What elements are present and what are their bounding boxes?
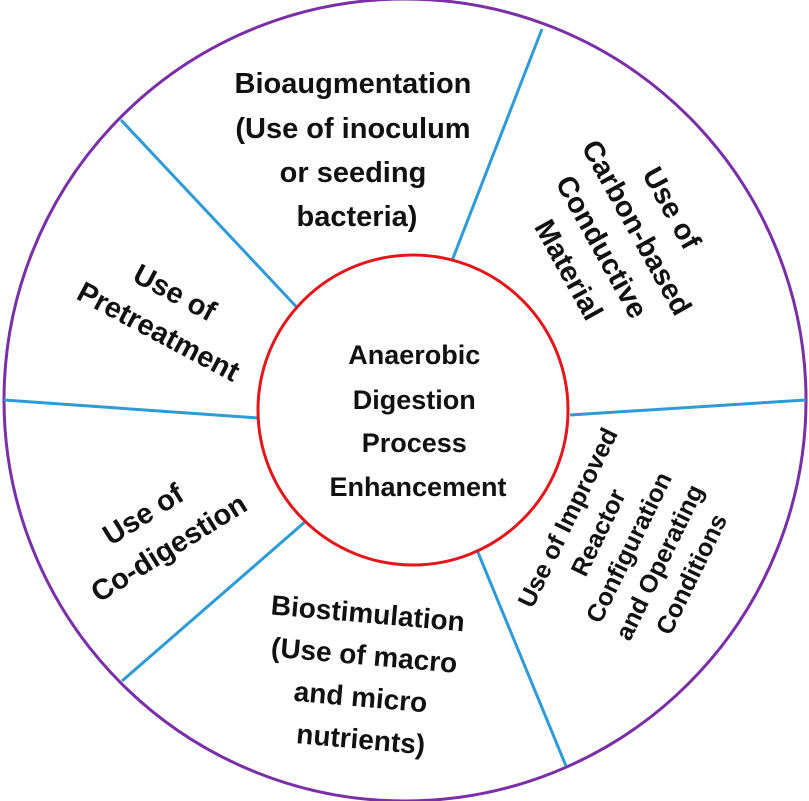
segment-label-line: or seeding: [280, 157, 427, 189]
center-circle: [256, 253, 570, 567]
center-label-line: Process: [362, 428, 467, 458]
segment-label-line: (Use of inoculum: [235, 113, 470, 145]
spoke-right: [569, 398, 807, 417]
spoke-top-right: [446, 28, 544, 272]
center-label: Anaerobic Digestion Process Enhancement: [329, 340, 506, 502]
segment-label-bioaugmentation: Bioaugmentation (Use of inoculum or seed…: [235, 68, 480, 233]
center-label-line: Digestion: [353, 385, 476, 415]
segment-label-line: bacteria): [297, 201, 418, 233]
spoke-bottom-left: [121, 519, 307, 683]
center-label-line: Anaerobic: [348, 340, 480, 370]
spoke-left: [3, 398, 259, 420]
spoke-top-left: [119, 118, 307, 318]
segment-label-line: Bioaugmentation: [235, 68, 472, 100]
spoke-bottom-right: [475, 549, 568, 767]
center-label-line: Enhancement: [329, 472, 506, 502]
